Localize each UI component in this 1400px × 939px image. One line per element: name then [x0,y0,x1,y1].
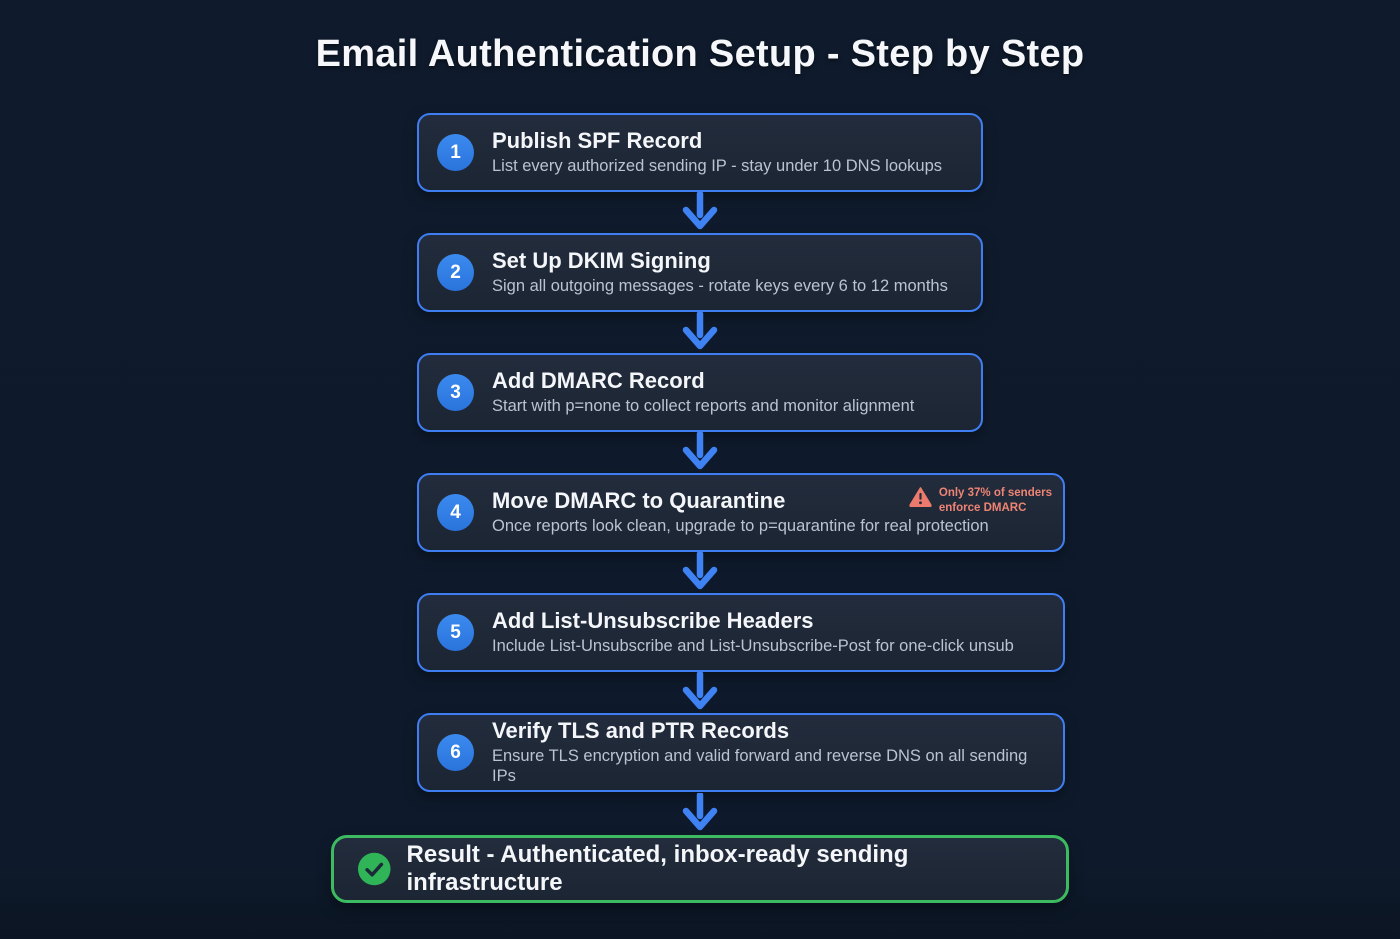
step-text-group: Publish SPF Record List every authorized… [492,128,942,177]
step-title: Verify TLS and PTR Records [492,718,790,744]
arrow-down-icon [682,793,718,831]
step-subtitle: Include List-Unsubscribe and List-Unsubs… [492,637,1014,656]
arrow-down-icon [682,432,718,470]
step-title: Add List-Unsubscribe Headers [492,607,814,633]
step-text-group: Add DMARC Record Start with p=none to co… [492,368,914,417]
check-circle-icon [358,852,391,886]
page-title: Email Authentication Setup - Step by Ste… [315,33,1085,75]
step-title: Move DMARC to Quarantine [492,487,786,513]
step-number-badge: 3 [437,374,474,411]
arrow-down-icon [682,312,718,350]
step-box-6: 6 Verify TLS and PTR Records Ensure TLS … [417,713,1065,792]
step-number-badge: 2 [437,254,474,291]
step-number-badge: 4 [437,494,474,531]
step-number-badge: 1 [437,134,474,171]
result-box: Result - Authenticated, inbox-ready send… [331,835,1069,903]
step-title: Publish SPF Record [492,127,703,153]
result-label: Result - Authenticated, inbox-ready send… [406,841,909,896]
step-text-group: Set Up DKIM Signing Sign all outgoing me… [492,248,948,297]
step-subtitle: Once reports look clean, upgrade to p=qu… [492,517,989,536]
step-subtitle: List every authorized sending IP - stay … [492,157,943,176]
arrow-down-icon [682,672,718,710]
step-box-2: 2 Set Up DKIM Signing Sign all outgoing … [417,233,983,312]
step-box-1: 1 Publish SPF Record List every authoriz… [417,113,983,192]
step-text-group: Move DMARC to Quarantine Once reports lo… [492,488,989,537]
step-title: Add DMARC Record [492,367,705,393]
step-title: Set Up DKIM Signing [492,247,711,273]
warning-text: Only 37% of senders enforce DMARC [939,486,1052,516]
step-subtitle: Ensure TLS encryption and valid forward … [492,747,1028,786]
step-number-badge: 6 [437,734,474,771]
warning-text-line2: enforce DMARC [938,501,1027,514]
step-box-4: 4 Move DMARC to Quarantine Once reports … [417,473,1065,552]
step-box-5: 5 Add List-Unsubscribe Headers Include L… [417,593,1065,672]
arrow-down-icon [682,192,718,230]
step-box-3: 3 Add DMARC Record Start with p=none to … [417,353,983,432]
warning-text-line1: Only 37% of senders [938,487,1052,499]
step-subtitle: Start with p=none to collect reports and… [492,397,915,416]
step-text-group: Add List-Unsubscribe Headers Include Lis… [492,608,1014,657]
step-number-badge: 5 [437,614,474,651]
warning-triangle-icon [909,487,932,507]
arrow-down-icon [682,552,718,590]
step-text-group: Verify TLS and PTR Records Ensure TLS en… [492,718,1045,787]
dmarc-enforcement-warning: Only 37% of senders enforce DMARC [909,486,1052,516]
step-subtitle: Sign all outgoing messages - rotate keys… [492,277,948,296]
